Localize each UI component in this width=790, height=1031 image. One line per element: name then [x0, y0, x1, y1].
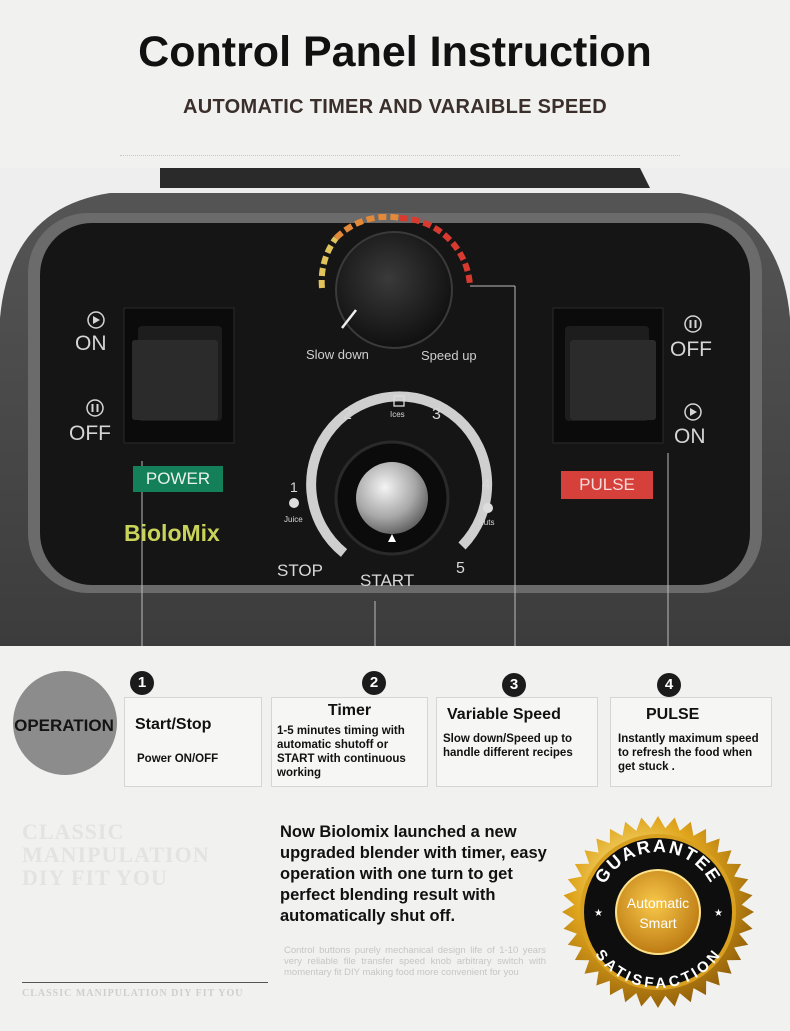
step-number-4: 4	[657, 673, 681, 697]
box-title: PULSE	[646, 706, 700, 723]
promo-text: Now Biolomix launched a new upgraded ble…	[280, 823, 547, 925]
seal-line-2: Smart	[639, 915, 676, 931]
speed-up-label: Speed up	[421, 348, 477, 363]
box-text: Instantly maximum speed to refresh the f…	[618, 733, 759, 773]
pulse-box: PULSE Instantly maximum speed to refresh…	[610, 697, 772, 787]
divider	[22, 982, 268, 983]
speed-scale	[318, 213, 473, 289]
timer-mark-3: 3	[432, 406, 441, 423]
box-title: Start/Stop	[135, 716, 212, 733]
box-text: Slow down/Speed up to handle different r…	[443, 733, 573, 759]
timer-mark-5: 5	[456, 560, 465, 577]
divider	[120, 155, 680, 162]
timer-box: Timer 1-5 minutes timing with automatic …	[271, 697, 428, 787]
power-off-label: OFF	[69, 422, 111, 445]
stop-label: STOP	[277, 561, 323, 580]
power-badge: POWER	[133, 466, 223, 492]
page-title: Control Panel Instruction	[138, 28, 652, 76]
box-text: Power ON/OFF	[137, 753, 219, 765]
variable-speed-box: Variable Speed Slow down/Speed up to han…	[436, 697, 598, 787]
nuts-label: Nuts	[478, 518, 495, 527]
juice-label: Juice	[284, 515, 303, 524]
ghost-bottom: CLASSIC MANIPULATION DIY FIT YOU	[22, 988, 244, 999]
small-text: Control buttons purely mechanical design…	[284, 945, 546, 978]
ices-label: Ices	[390, 410, 405, 419]
control-panel-photo	[0, 168, 790, 646]
step-number-3: 3	[502, 673, 526, 697]
box-title: Timer	[327, 702, 372, 719]
page-subtitle: AUTOMATIC TIMER AND VARAIBLE SPEED	[183, 96, 607, 118]
brand-logo: BioloMix	[124, 520, 220, 546]
start-label: START	[360, 571, 415, 590]
ghost-line-1: CLASSIC	[22, 819, 125, 844]
operation-label: OPERATION	[14, 716, 114, 735]
guarantee-seal-icon: GUARANTEE SATISFACTION Automatic Smart ★…	[562, 816, 754, 1008]
pulse-off-label: OFF	[670, 338, 712, 361]
ghost-line-2: MANIPULATION	[22, 842, 210, 867]
svg-text:★: ★	[594, 908, 603, 919]
box-title: Variable Speed	[447, 706, 561, 723]
ghost-line-3: DIY FIT YOU	[22, 865, 168, 890]
box-text: 1-5 minutes timing with automatic shutof…	[277, 725, 406, 779]
slow-down-label: Slow down	[306, 347, 369, 362]
pulse-on-label: ON	[674, 425, 706, 448]
pulse-badge: PULSE	[561, 471, 653, 499]
operation-circle	[13, 671, 117, 775]
speed-knob[interactable]	[335, 231, 453, 349]
timer-mark-2: 2	[343, 406, 352, 423]
svg-text:★: ★	[714, 908, 723, 919]
power-on-label: ON	[75, 332, 107, 355]
timer-mark-4: 4	[482, 476, 491, 493]
step-number-2: 2	[362, 671, 386, 695]
ghost-text-block: CLASSIC MANIPULATION DIY FIT YOU	[22, 820, 210, 889]
start-stop-box: Start/Stop Power ON/OFF	[124, 697, 262, 787]
seal-line-1: Automatic	[627, 895, 689, 911]
step-number-1: 1	[130, 671, 154, 695]
timer-mark-1: 1	[290, 479, 298, 495]
